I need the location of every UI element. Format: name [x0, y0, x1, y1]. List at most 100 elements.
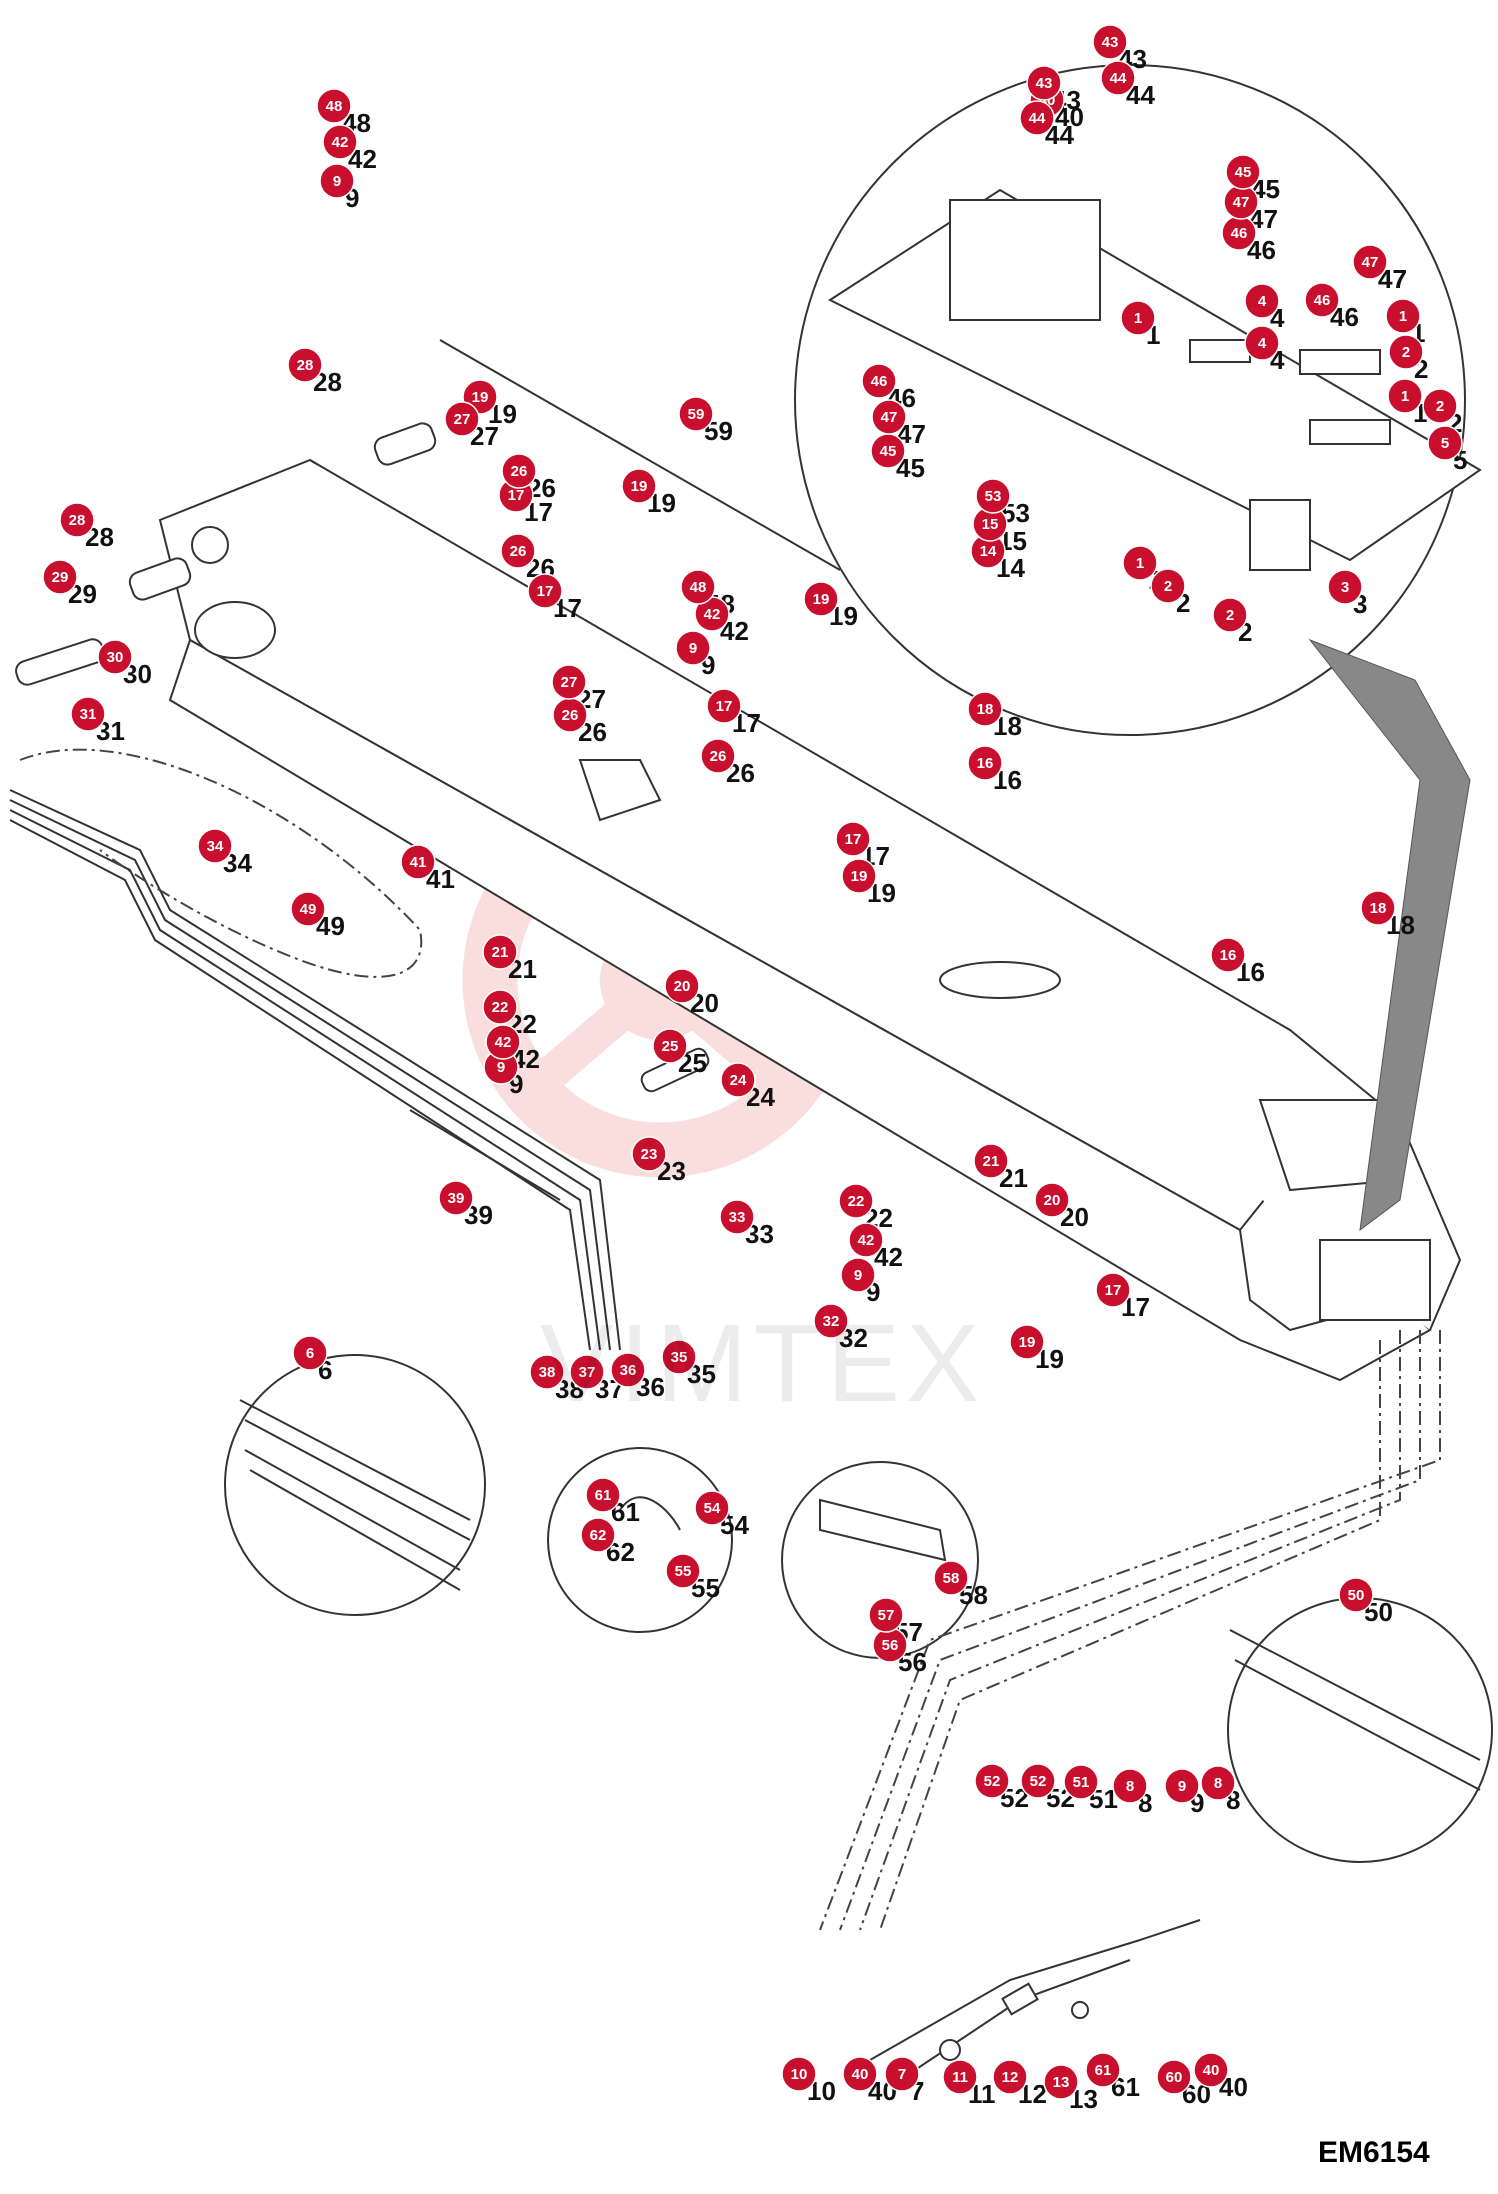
part-hotspot-21[interactable]: 21: [482, 934, 518, 970]
part-hotspot-18[interactable]: 18: [1360, 890, 1396, 926]
part-hotspot-60[interactable]: 60: [1156, 2059, 1192, 2095]
part-hotspot-23[interactable]: 23: [631, 1136, 667, 1172]
part-hotspot-44[interactable]: 44: [1019, 100, 1055, 136]
part-hotspot-27[interactable]: 27: [444, 401, 480, 437]
part-hotspot-45[interactable]: 45: [870, 433, 906, 469]
part-hotspot-8[interactable]: 8: [1112, 1768, 1148, 1804]
part-hotspot-47[interactable]: 47: [1352, 244, 1388, 280]
part-hotspot-61[interactable]: 61: [1085, 2052, 1121, 2088]
part-hotspot-42[interactable]: 42: [322, 124, 358, 160]
part-hotspot-43[interactable]: 43: [1092, 24, 1128, 60]
part-hotspot-35[interactable]: 35: [661, 1339, 697, 1375]
part-hotspot-52[interactable]: 52: [1020, 1763, 1056, 1799]
part-hotspot-19[interactable]: 19: [621, 468, 657, 504]
part-hotspot-27[interactable]: 27: [551, 664, 587, 700]
part-hotspot-44[interactable]: 44: [1100, 60, 1136, 96]
part-hotspot-41[interactable]: 41: [400, 844, 436, 880]
part-hotspot-29[interactable]: 29: [42, 559, 78, 595]
part-hotspot-24[interactable]: 24: [720, 1062, 756, 1098]
part-hotspot-37[interactable]: 37: [569, 1354, 605, 1390]
part-hotspot-46[interactable]: 46: [1304, 282, 1340, 318]
part-hotspot-43[interactable]: 43: [1026, 65, 1062, 101]
part-hotspot-1[interactable]: 1: [1385, 298, 1421, 334]
part-hotspot-4[interactable]: 4: [1244, 283, 1280, 319]
part-hotspot-11[interactable]: 11: [942, 2059, 978, 2095]
part-hotspot-56[interactable]: 56: [872, 1627, 908, 1663]
part-hotspot-48[interactable]: 48: [316, 88, 352, 124]
part-hotspot-55[interactable]: 55: [665, 1553, 701, 1589]
part-hotspot-12[interactable]: 12: [992, 2059, 1028, 2095]
part-hotspot-62[interactable]: 62: [580, 1517, 616, 1553]
part-hotspot-46[interactable]: 46: [861, 363, 897, 399]
part-hotspot-21[interactable]: 21: [973, 1143, 1009, 1179]
part-hotspot-47[interactable]: 47: [1223, 184, 1259, 220]
part-hotspot-25[interactable]: 25: [652, 1028, 688, 1064]
part-hotspot-2[interactable]: 2: [1150, 568, 1186, 604]
part-hotspot-42[interactable]: 42: [848, 1222, 884, 1258]
part-hotspot-16[interactable]: 16: [1210, 937, 1246, 973]
part-hotspot-47[interactable]: 47: [871, 399, 907, 435]
part-hotspot-48[interactable]: 48: [680, 569, 716, 605]
part-hotspot-61[interactable]: 61: [585, 1477, 621, 1513]
part-hotspot-34[interactable]: 34: [197, 828, 233, 864]
part-hotspot-6[interactable]: 6: [292, 1335, 328, 1371]
part-hotspot-42[interactable]: 42: [485, 1024, 521, 1060]
part-hotspot-20[interactable]: 20: [1034, 1182, 1070, 1218]
part-hotspot-1[interactable]: 1: [1387, 378, 1423, 414]
part-hotspot-17[interactable]: 17: [1095, 1272, 1131, 1308]
part-hotspot-31[interactable]: 31: [70, 696, 106, 732]
part-hotspot-3[interactable]: 3: [1327, 569, 1363, 605]
part-hotspot-26[interactable]: 26: [500, 533, 536, 569]
part-hotspot-45[interactable]: 45: [1225, 154, 1261, 190]
part-hotspot-2[interactable]: 2: [1422, 388, 1458, 424]
part-hotspot-17[interactable]: 17: [835, 821, 871, 857]
part-hotspot-19[interactable]: 19: [803, 581, 839, 617]
part-hotspot-16[interactable]: 16: [967, 745, 1003, 781]
part-hotspot-1[interactable]: 1: [1122, 545, 1158, 581]
part-hotspot-32[interactable]: 32: [813, 1303, 849, 1339]
part-hotspot-17[interactable]: 17: [706, 688, 742, 724]
part-hotspot-1[interactable]: 1: [1120, 300, 1156, 336]
part-hotspot-54[interactable]: 54: [694, 1490, 730, 1526]
part-hotspot-33[interactable]: 33: [719, 1199, 755, 1235]
part-hotspot-2[interactable]: 2: [1212, 597, 1248, 633]
part-hotspot-10[interactable]: 10: [781, 2056, 817, 2092]
part-hotspot-20[interactable]: 20: [664, 968, 700, 1004]
part-hotspot-39[interactable]: 39: [438, 1180, 474, 1216]
part-hotspot-52[interactable]: 52: [974, 1763, 1010, 1799]
part-hotspot-14[interactable]: 14: [970, 533, 1006, 569]
part-hotspot-18[interactable]: 18: [967, 691, 1003, 727]
part-hotspot-5[interactable]: 5: [1427, 425, 1463, 461]
part-hotspot-28[interactable]: 28: [287, 347, 323, 383]
part-hotspot-9[interactable]: 9: [675, 630, 711, 666]
part-hotspot-19[interactable]: 19: [841, 858, 877, 894]
part-hotspot-19[interactable]: 19: [1009, 1324, 1045, 1360]
part-hotspot-26[interactable]: 26: [700, 738, 736, 774]
part-hotspot-8[interactable]: 8: [1200, 1765, 1236, 1801]
part-hotspot-40[interactable]: 40: [1193, 2052, 1229, 2088]
part-hotspot-7[interactable]: 7: [884, 2056, 920, 2092]
part-hotspot-9[interactable]: 9: [1164, 1768, 1200, 1804]
part-hotspot-13[interactable]: 13: [1043, 2064, 1079, 2100]
part-hotspot-59[interactable]: 59: [678, 396, 714, 432]
part-hotspot-38[interactable]: 38: [529, 1354, 565, 1390]
part-hotspot-26[interactable]: 26: [552, 697, 588, 733]
part-hotspot-22[interactable]: 22: [482, 989, 518, 1025]
part-hotspot-53[interactable]: 53: [975, 478, 1011, 514]
part-hotspot-2[interactable]: 2: [1388, 334, 1424, 370]
part-hotspot-9[interactable]: 9: [319, 163, 355, 199]
part-hotspot-51[interactable]: 51: [1063, 1764, 1099, 1800]
part-hotspot-22[interactable]: 22: [838, 1183, 874, 1219]
part-hotspot-17[interactable]: 17: [527, 573, 563, 609]
part-hotspot-4[interactable]: 4: [1244, 325, 1280, 361]
part-hotspot-9[interactable]: 9: [840, 1257, 876, 1293]
part-hotspot-28[interactable]: 28: [59, 502, 95, 538]
part-hotspot-50[interactable]: 50: [1338, 1577, 1374, 1613]
part-hotspot-49[interactable]: 49: [290, 891, 326, 927]
part-hotspot-36[interactable]: 36: [610, 1352, 646, 1388]
part-hotspot-58[interactable]: 58: [933, 1560, 969, 1596]
part-hotspot-40[interactable]: 40: [842, 2056, 878, 2092]
part-hotspot-42[interactable]: 42: [694, 596, 730, 632]
part-hotspot-30[interactable]: 30: [97, 639, 133, 675]
part-hotspot-26[interactable]: 26: [501, 453, 537, 489]
